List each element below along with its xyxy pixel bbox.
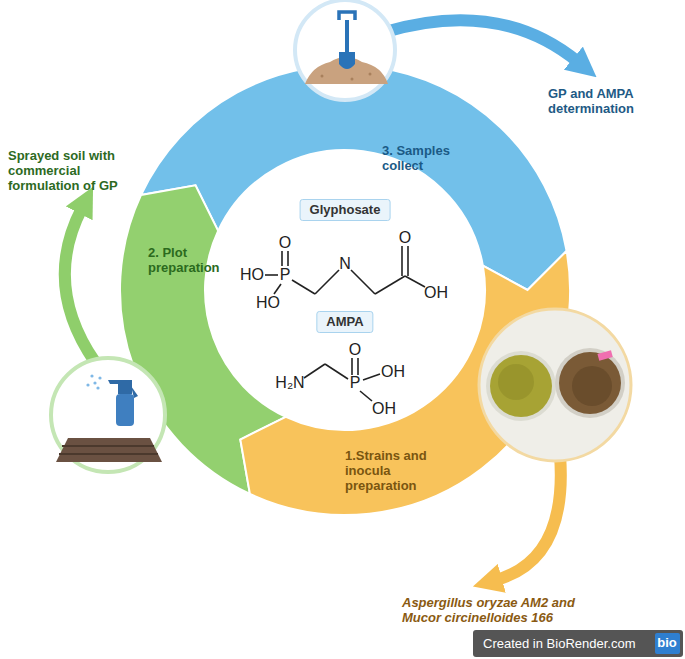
bond-line bbox=[407, 246, 409, 276]
bond-line bbox=[351, 358, 353, 375]
compound-name: AMPA bbox=[326, 314, 363, 330]
icon-circle bbox=[51, 358, 165, 472]
watermark-logo bbox=[655, 633, 680, 654]
bond-line bbox=[281, 251, 283, 266]
strain-label: Aspergillus oryzae AM2 and Mucor circine… bbox=[402, 595, 598, 625]
action-label: Sprayed soil with commercial formulation… bbox=[8, 148, 140, 193]
dish-sticker bbox=[597, 350, 612, 360]
spray-drop bbox=[93, 381, 96, 384]
soil-grain bbox=[369, 73, 372, 76]
photo-circle bbox=[479, 309, 631, 461]
atom-label: P bbox=[280, 266, 291, 284]
fungal-colony bbox=[498, 364, 534, 400]
petri-dish bbox=[490, 355, 552, 417]
shovel-blade bbox=[339, 52, 355, 69]
bond-line bbox=[325, 364, 348, 379]
icon-circle bbox=[295, 0, 395, 100]
compound-box: Glyphosate bbox=[300, 199, 391, 221]
step-label: 1.Strains and inocula preparation bbox=[345, 448, 443, 493]
watermark-text: Created in BioRender.com bbox=[483, 636, 635, 652]
atom-label: N bbox=[339, 255, 351, 273]
watermark-badge bbox=[473, 630, 683, 657]
atom-label: O bbox=[349, 341, 361, 359]
bond-line bbox=[360, 391, 372, 401]
spray-head bbox=[108, 380, 132, 394]
bond-line bbox=[265, 274, 278, 276]
atom-label: HO bbox=[256, 294, 280, 312]
atom-label: HO bbox=[240, 266, 264, 284]
band-shape bbox=[240, 251, 570, 515]
output-arrow bbox=[496, 455, 561, 580]
petri-dish-rim bbox=[486, 351, 556, 421]
result-label: GP and AMPA determination bbox=[548, 86, 670, 116]
atom-label: H₂N bbox=[275, 374, 304, 392]
watermark-logo-text: bio bbox=[657, 635, 677, 651]
compound-box: AMPA bbox=[316, 311, 373, 333]
ampa-bonds bbox=[304, 358, 380, 401]
bond-line bbox=[287, 251, 289, 266]
bond-line bbox=[315, 270, 339, 294]
spray-drop bbox=[90, 374, 93, 377]
spray-trigger bbox=[131, 386, 138, 398]
process-band: 1.Strains and inocula preparation bbox=[120, 65, 570, 515]
petri-dish bbox=[559, 352, 621, 414]
step-label: 3. Samples collect bbox=[382, 143, 474, 173]
fungal-colony bbox=[572, 366, 612, 406]
spray-drop bbox=[96, 386, 99, 389]
bond-line bbox=[375, 276, 405, 294]
atom-label: OH bbox=[372, 400, 396, 418]
atom-label: OH bbox=[424, 284, 448, 302]
petri-dish-rim bbox=[555, 348, 625, 418]
atom-label: O bbox=[279, 234, 291, 252]
bond-line bbox=[401, 246, 403, 276]
bond-line bbox=[292, 280, 315, 294]
bond-line bbox=[357, 358, 359, 375]
bond-line bbox=[304, 364, 325, 378]
glyphosate-bonds bbox=[265, 246, 425, 294]
bond-line bbox=[274, 284, 281, 294]
bond-line bbox=[363, 374, 380, 380]
band-outline bbox=[120, 65, 570, 515]
soil-grain bbox=[351, 78, 354, 81]
shovel-grip bbox=[339, 12, 355, 20]
atom-label: OH bbox=[381, 363, 405, 381]
field-plot bbox=[56, 438, 162, 462]
step-label: 2. Plot preparation bbox=[148, 245, 232, 275]
bond-line bbox=[405, 276, 425, 287]
output-arrow bbox=[65, 208, 95, 362]
atom-label: O bbox=[399, 229, 411, 247]
compound-name: Glyphosate bbox=[310, 202, 381, 218]
spray-drop bbox=[98, 376, 101, 379]
spray-bottle bbox=[116, 394, 134, 426]
spray-drop bbox=[86, 383, 89, 386]
bond-line bbox=[351, 270, 375, 294]
output-arrow bbox=[385, 20, 578, 62]
soil-grain bbox=[321, 75, 324, 78]
atom-label: P bbox=[350, 374, 361, 392]
field-furrow bbox=[59, 446, 158, 454]
